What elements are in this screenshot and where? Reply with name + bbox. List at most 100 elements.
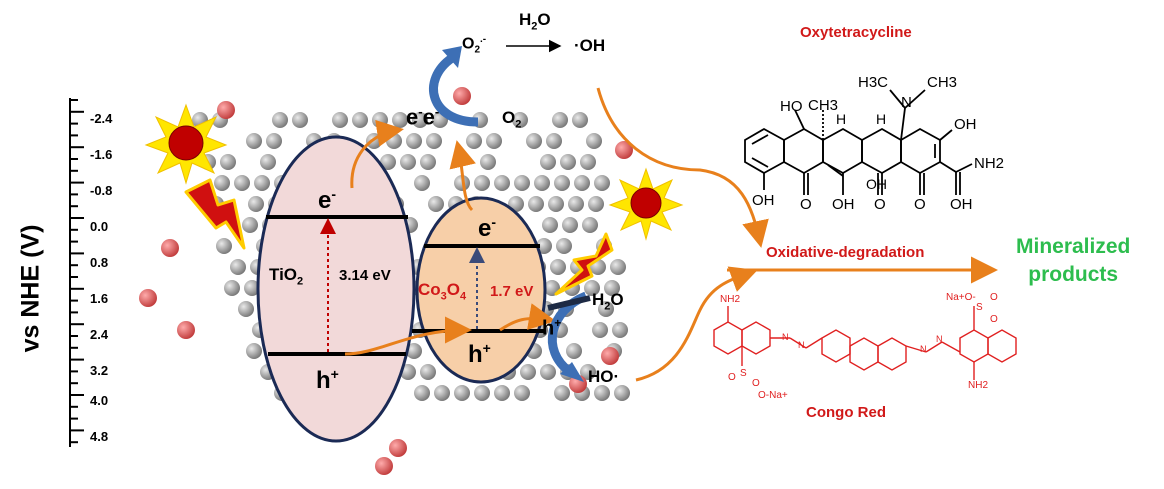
graphene-atom	[266, 133, 282, 149]
graphene-atom	[580, 154, 596, 170]
graphene-atom	[420, 364, 436, 380]
otc-atom: H3C	[858, 74, 889, 91]
axis-tick-label: 4.0	[90, 393, 109, 408]
oxygen-atom	[139, 289, 157, 307]
graphene-atom	[588, 196, 604, 212]
axis-tick-label: 0.8	[90, 255, 109, 270]
graphene-atom	[224, 280, 240, 296]
otc-atom: O	[914, 196, 926, 213]
otc-atom: OH	[954, 116, 977, 133]
co3o4-label: Co3O4	[418, 280, 467, 303]
graphene-atom	[572, 112, 588, 128]
otc-atom: N	[901, 94, 912, 111]
graphene-atom	[332, 112, 348, 128]
sun-icon	[144, 103, 228, 185]
graphene-atom	[494, 385, 510, 401]
product-label: Mineralized products	[1016, 235, 1131, 286]
oxygen-atom	[601, 347, 619, 365]
radical-arrow-oh	[596, 87, 769, 248]
axis-title: vs NHE (V)	[16, 224, 45, 353]
graphene-atom	[414, 385, 430, 401]
graphene-atom	[216, 238, 232, 254]
graphene-atom	[372, 112, 388, 128]
congo-red-title: Congo Red	[806, 404, 886, 421]
tio2-band-ellipse	[256, 135, 416, 443]
tio2-electron-label: e-	[318, 186, 337, 214]
congo-atom: N	[920, 344, 927, 354]
graphene-atom	[220, 154, 236, 170]
graphene-atom	[386, 133, 402, 149]
graphene-atom	[560, 154, 576, 170]
co3o4-hole-label: h+	[468, 340, 491, 368]
graphene-atom	[480, 154, 496, 170]
graphene-atom	[244, 280, 260, 296]
graphene-atom	[586, 133, 602, 149]
otc-atom: H	[876, 111, 887, 127]
graphene-atom	[520, 364, 536, 380]
graphene-atom	[550, 259, 566, 275]
hydroxyl-radical-label: ·OH	[574, 36, 606, 55]
congo-atom: O	[990, 314, 998, 325]
graphene-atom	[248, 196, 264, 212]
graphene-atom	[486, 133, 502, 149]
graphene-atom	[242, 217, 258, 233]
graphene-atom	[598, 301, 614, 317]
graphene-atom	[610, 259, 626, 275]
otc-atom: OH	[752, 192, 775, 209]
congo-atom: S	[976, 302, 983, 313]
graphene-atom	[584, 280, 600, 296]
sun-icon	[608, 167, 684, 241]
graphene-atom	[566, 343, 582, 359]
graphene-atom	[574, 175, 590, 191]
graphene-atom	[526, 133, 542, 149]
graphene-atom	[540, 154, 556, 170]
graphene-atom	[246, 343, 262, 359]
graphene-atom	[614, 385, 630, 401]
graphene-atom	[400, 154, 416, 170]
graphene-atom	[414, 175, 430, 191]
oxytetracycline-structure	[744, 89, 973, 195]
congo-atom: Na+O-	[946, 292, 976, 303]
co3o4-electron-label: e-	[478, 214, 497, 242]
graphene-atom	[234, 175, 250, 191]
graphene-atom	[474, 175, 490, 191]
graphene-atom	[514, 385, 530, 401]
graphene-atom	[556, 238, 572, 254]
congo-atom: O	[728, 372, 736, 383]
graphene-atom	[568, 196, 584, 212]
radical-arrow-ho	[635, 266, 758, 382]
oxygen-atom	[177, 321, 195, 339]
congo-red-structure	[713, 306, 1017, 380]
axis-tick-label: 2.4	[90, 327, 109, 342]
graphene-atom	[412, 112, 428, 128]
oxygen-atom	[375, 457, 393, 475]
graphene-atom	[612, 322, 628, 338]
graphene-atom	[466, 133, 482, 149]
graphene-atom	[272, 112, 288, 128]
graphene-atom	[594, 385, 610, 401]
otc-atom: H	[836, 111, 847, 127]
hole-label-right: h+	[542, 316, 562, 340]
oxygen-atom	[453, 87, 471, 105]
graphene-atom	[542, 217, 558, 233]
o2-reduction-arrow	[429, 54, 479, 127]
graphene-atom	[474, 385, 490, 401]
graphene-atom	[592, 322, 608, 338]
graphene-atom	[514, 175, 530, 191]
graphene-atom	[352, 112, 368, 128]
oxygen-atom	[615, 141, 633, 159]
congo-atom: N	[782, 332, 789, 342]
otc-atom: OH	[832, 196, 855, 213]
water-label-right: H2O	[592, 290, 624, 313]
oxygen-label: O2	[502, 108, 522, 131]
graphene-atom	[214, 175, 230, 191]
graphene-atom	[540, 364, 556, 380]
graphene-atom	[494, 175, 510, 191]
oxytetracycline-title: Oxytetracycline	[800, 24, 912, 41]
otc-atom: O	[800, 196, 812, 213]
graphene-atom	[594, 175, 610, 191]
graphene-atom	[512, 112, 528, 128]
graphene-atom	[420, 154, 436, 170]
